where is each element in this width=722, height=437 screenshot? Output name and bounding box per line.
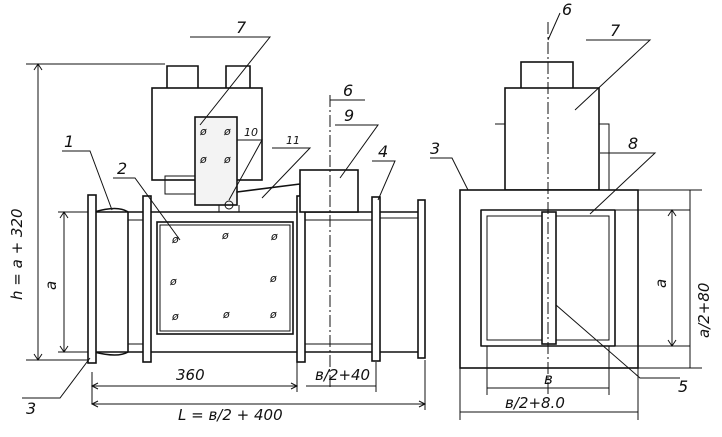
dim-a-left-label: a [42,281,60,290]
callout-4: 4 [378,142,388,161]
dim-L-label: L = в/2 + 400 [178,406,283,424]
dim-a-left [58,211,88,353]
bolt-symbol: ø [171,233,179,246]
bolt-symbol: ø [269,272,277,285]
dim-a2-80 [638,189,702,369]
flange-3 [296,195,306,363]
bolt-symbol: ø [223,125,231,138]
damper-blade [541,211,557,345]
bolt-symbol: ø [199,125,207,138]
callout-7-right: 7 [610,21,621,40]
bolt-symbol: ø [169,275,177,288]
component-9 [299,169,359,213]
dim-360 [90,362,299,404]
bolt-symbol: ø [269,308,277,321]
actuator-housing-right-view [504,87,600,191]
dim-L [90,360,427,410]
front-view [430,12,702,420]
bolt-symbol: ø [223,153,231,166]
callout-2: 2 [117,159,127,178]
callout-3-lower: 3 [26,399,36,418]
flange-right [417,199,426,359]
callout-7: 7 [236,18,247,37]
dim-a2-80-label: a/2+80 [695,283,713,338]
dim-b-right [486,346,610,395]
flange-4 [371,196,381,362]
duct-left-end [93,207,129,356]
flange-2 [142,195,152,363]
callout-10: 10 [244,126,258,139]
bolts: ø ø ø ø ø ø ø ø ø ø ø ø [169,125,278,323]
dim-a-right-label: a [652,279,670,288]
callout-3-right: 3 [430,139,440,158]
inspection-hatch [156,221,294,335]
dim-a-right [615,209,690,347]
dim-b2-40 [306,362,377,392]
dim-b2-80-label: в/2+8.0 [505,394,565,412]
actuator-top-right-view [520,61,574,91]
callout-11: 11 [286,134,300,147]
callout-5: 5 [678,377,688,396]
bolt-symbol: ø [221,229,229,242]
callout-6: 6 [343,81,353,100]
mounting-plate [194,116,238,206]
dim-b-right-label: в [544,370,553,388]
dim-360-label: 360 [176,366,205,384]
bolt-symbol: ø [222,308,230,321]
bolt-symbol: ø [270,230,278,243]
bolt-symbol: ø [171,310,179,323]
side-view [22,36,427,410]
dim-height [26,63,165,361]
callout-8: 8 [628,134,638,153]
actuator-top-left [166,65,199,91]
dim-height-label: h = a + 320 [8,208,26,300]
bolt-symbol: ø [199,153,207,166]
callout-1: 1 [64,132,74,151]
callout-6-right: 6 [562,0,572,19]
callout-9: 9 [344,106,354,125]
dim-b2-40-label: в/2+40 [315,366,370,384]
flange-left [87,194,97,364]
